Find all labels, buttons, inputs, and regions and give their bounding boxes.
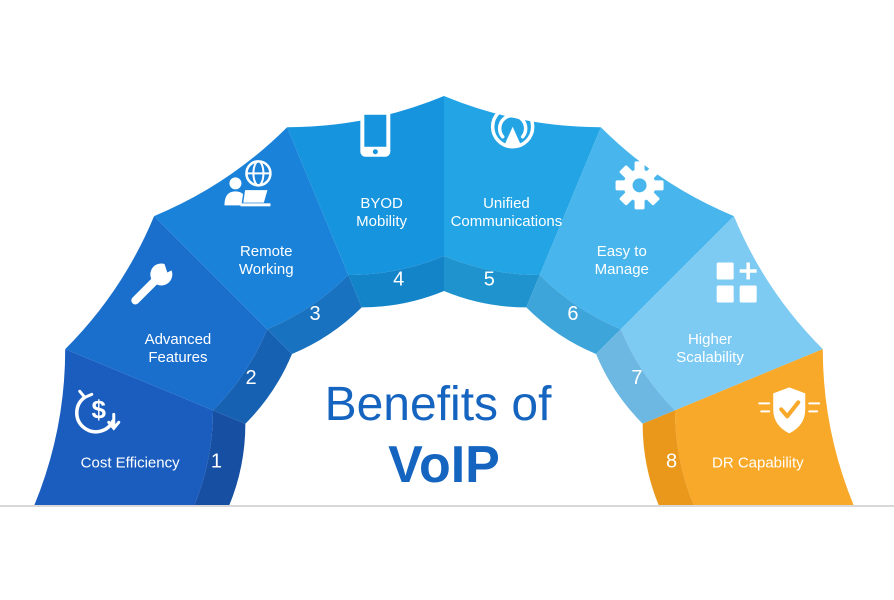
segment-label-4-line-2: Mobility — [356, 213, 407, 230]
segment-label-5-line-2: Communications — [451, 213, 563, 230]
segment-label-6-line-2: Manage — [595, 261, 649, 278]
grid-plus-icon — [716, 262, 757, 303]
segment-number-6: 6 — [567, 303, 578, 325]
segment-label-2-line-1: Advanced — [145, 331, 212, 348]
segment-label-5-line-1: Unified — [483, 195, 530, 212]
svg-text:$: $ — [92, 394, 107, 424]
segment-1 — [34, 349, 214, 506]
segment-inner-2 — [213, 329, 292, 424]
segment-8 — [674, 349, 854, 506]
dollar-refresh-icon: $ — [75, 389, 121, 434]
segment-label-7-line-1: Higher — [688, 331, 732, 348]
segment-number-2: 2 — [246, 367, 257, 389]
segment-6 — [539, 127, 734, 330]
segment-4 — [287, 96, 444, 276]
title-line-2: VoIP — [388, 436, 500, 494]
segment-3 — [154, 127, 349, 330]
segment-label-7-line-2: Scalability — [676, 349, 744, 366]
segment-label-8-line-1: DR Capability — [712, 455, 804, 472]
segment-number-5: 5 — [484, 268, 495, 290]
segments-layer — [34, 96, 854, 506]
segment-number-7: 7 — [631, 367, 642, 389]
title-line-1: Benefits of — [325, 378, 552, 431]
segment-label-3-line-2: Working — [239, 261, 294, 278]
smartphone-icon — [360, 108, 391, 157]
segment-label-3-line-1: Remote — [240, 243, 293, 260]
segment-inner-5 — [444, 256, 540, 308]
wrench-icon — [131, 260, 176, 305]
shield-check-icon — [758, 387, 821, 434]
segment-label-6-line-1: Easy to — [597, 243, 647, 260]
gear-icon — [615, 161, 664, 210]
segment-number-3: 3 — [310, 303, 321, 325]
segment-label-1-line-1: Cost Efficiency — [81, 455, 180, 472]
broadcast-signal-icon — [490, 105, 535, 149]
segment-label-4-line-1: BYOD — [360, 195, 403, 212]
segment-inner-1 — [194, 410, 246, 506]
segment-inner-3 — [267, 275, 362, 354]
segment-inner-6 — [526, 275, 621, 354]
remote-worker-globe-icon — [224, 160, 272, 207]
segment-2 — [65, 216, 268, 411]
segment-inner-8 — [642, 410, 694, 506]
segment-inner-7 — [596, 329, 675, 424]
segment-number-4: 4 — [393, 268, 404, 290]
segment-inner-4 — [348, 256, 444, 308]
segment-label-2-line-2: Features — [148, 349, 207, 366]
segment-number-1: 1 — [211, 451, 222, 473]
segment-5 — [444, 96, 601, 276]
segment-number-8: 8 — [666, 451, 677, 473]
segment-7 — [620, 216, 823, 411]
